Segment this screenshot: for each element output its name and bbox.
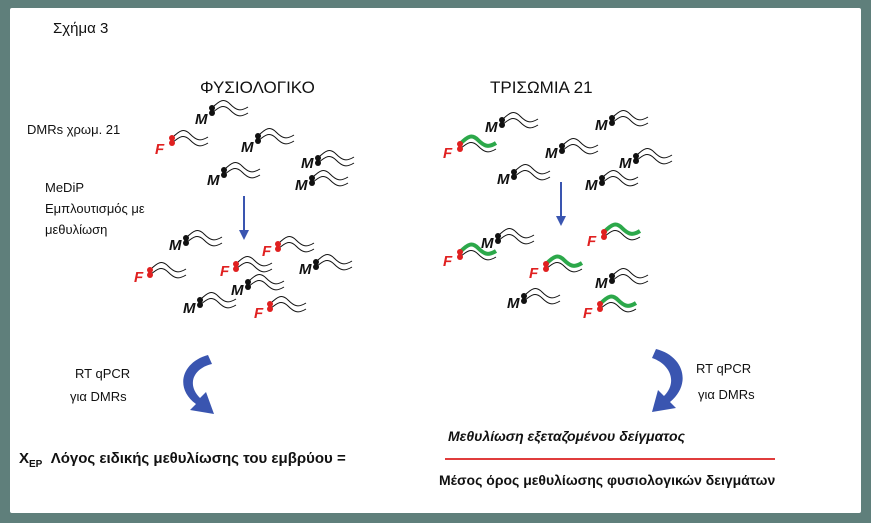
methyl-marker: M bbox=[481, 235, 494, 252]
methyl-marker: M bbox=[545, 145, 558, 162]
methyl-marker: M bbox=[497, 171, 510, 188]
fetal-marker: F bbox=[443, 145, 453, 162]
fetal-marker: F bbox=[583, 305, 593, 322]
dna-fragment-fetal-trisomy bbox=[455, 134, 498, 154]
down-arrow-icon bbox=[556, 182, 566, 226]
dna-fragment-fetal bbox=[168, 130, 209, 147]
formula-subscript: EP bbox=[29, 459, 43, 470]
panel-title-trisomy: ΤΡΙΣΩΜΙΑ 21 bbox=[490, 78, 593, 97]
fetal-marker: F bbox=[155, 141, 165, 158]
panel-title-normal: ΦΥΣΙΟΛΟΓΙΚΟ bbox=[200, 78, 315, 97]
fetal-marker: F bbox=[587, 233, 597, 250]
dna-fragment-methylated bbox=[254, 128, 295, 145]
fetal-marker: F bbox=[529, 265, 539, 282]
dna-fragment-methylated bbox=[314, 150, 355, 167]
methyl-marker: M bbox=[169, 237, 182, 254]
methyl-marker: M bbox=[207, 172, 220, 189]
rt-qpcr-right-line2: για DMRs bbox=[698, 387, 755, 402]
formula-symbol: X bbox=[19, 450, 30, 467]
methyl-marker: M bbox=[619, 155, 632, 172]
methyl-marker: M bbox=[241, 139, 254, 156]
dna-fragment-methylated bbox=[208, 100, 249, 117]
dna-fragment-methylated bbox=[520, 288, 561, 305]
methyl-marker: M bbox=[507, 295, 520, 312]
methyl-marker: M bbox=[295, 177, 308, 194]
dna-fragment-fetal bbox=[146, 262, 187, 279]
dmrs-label: DMRs χρωμ. 21 bbox=[27, 122, 121, 137]
formula-lhs: XEP Λόγος ειδικής μεθυλίωσης του εμβρύου… bbox=[19, 450, 346, 470]
dna-fragment-fetal-trisomy bbox=[595, 294, 638, 314]
figure-frame bbox=[10, 8, 861, 513]
dna-fragment-methylated bbox=[308, 170, 349, 187]
dna-fragment-methylated bbox=[220, 162, 261, 179]
dna-fragment-fetal bbox=[274, 236, 315, 253]
down-arrow-icon bbox=[239, 196, 249, 240]
curved-arrow-icon bbox=[652, 349, 683, 412]
methyl-marker: M bbox=[485, 119, 498, 136]
methyl-marker: M bbox=[195, 111, 208, 128]
formula-denominator: Μέσος όρος μεθυλίωσης φυσιολογικών δειγμ… bbox=[439, 472, 776, 488]
rt-qpcr-right-line1: RT qPCR bbox=[696, 361, 752, 376]
formula-lhs-text: Λόγος ειδικής μεθυλίωσης του εμβρύου = bbox=[50, 450, 346, 467]
methyl-marker: M bbox=[585, 177, 598, 194]
dna-fragment-methylated bbox=[510, 164, 551, 181]
formula-numerator: Μεθυλίωση εξεταζομένου δείγματος bbox=[448, 428, 685, 444]
figure-caption: Σχήμα 3 bbox=[53, 20, 109, 37]
fetal-marker: F bbox=[254, 305, 264, 322]
curved-arrow-icon bbox=[183, 355, 214, 414]
dna-fragment-methylated bbox=[498, 112, 539, 129]
dna-fragment-methylated bbox=[244, 274, 285, 291]
fetal-marker: F bbox=[262, 243, 272, 260]
fraction-line bbox=[445, 458, 775, 460]
dna-fragment-methylated bbox=[632, 148, 673, 165]
methyl-marker: M bbox=[595, 275, 608, 292]
methyl-marker: M bbox=[183, 300, 196, 317]
dna-fragment-methylated bbox=[608, 268, 649, 285]
dna-fragment-methylated bbox=[312, 254, 353, 271]
medip-label: MeDiP bbox=[45, 180, 85, 195]
dna-fragment-methylated bbox=[182, 230, 223, 247]
dna-fragment-methylated bbox=[608, 110, 649, 127]
rt-qpcr-left-line2: για DMRs bbox=[70, 389, 127, 404]
dna-fragment-methylated bbox=[494, 228, 535, 245]
dna-fragment-methylated bbox=[598, 170, 639, 187]
methyl-marker: M bbox=[299, 261, 312, 278]
enrichment-label-line1: Εμπλουτισμός με bbox=[45, 201, 145, 216]
methyl-marker: M bbox=[595, 117, 608, 134]
methyl-marker: M bbox=[301, 155, 314, 172]
methyl-marker: M bbox=[231, 282, 244, 299]
enrichment-label-line2: μεθυλίωση bbox=[45, 222, 108, 237]
dna-fragment-fetal-trisomy bbox=[599, 222, 642, 242]
dna-fragment-methylated bbox=[558, 138, 599, 155]
dna-fragment-fetal bbox=[266, 296, 307, 313]
dna-fragment-fetal-trisomy bbox=[541, 254, 584, 274]
fetal-marker: F bbox=[134, 269, 144, 286]
rt-qpcr-left-line1: RT qPCR bbox=[75, 366, 131, 381]
fetal-marker: F bbox=[220, 263, 230, 280]
fetal-marker: F bbox=[443, 253, 453, 270]
